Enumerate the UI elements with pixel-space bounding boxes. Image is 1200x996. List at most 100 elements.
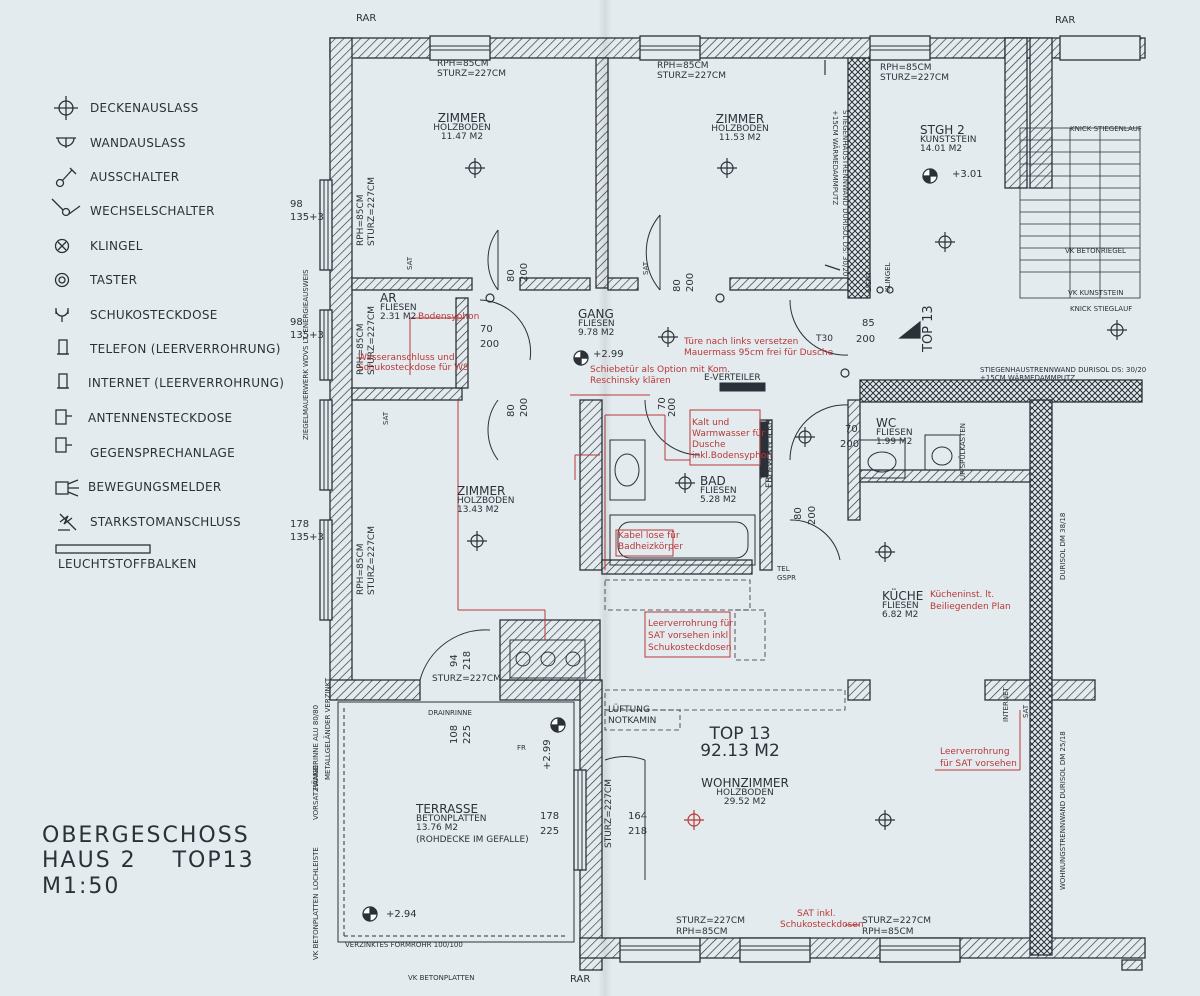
window-rph-left-1: RPH=85CM xyxy=(356,194,366,247)
room-floor: FLIESEN xyxy=(882,601,919,611)
vk-kunststein-label: VK KUNSTSTEIN xyxy=(1068,289,1124,297)
door-sturz-zimmer3: STURZ=227CM xyxy=(432,674,501,684)
room-wohnzimmer: WOHNZIMMER HOLZBODEN 29.52 M2 xyxy=(701,777,789,807)
dim-door-200-7: 200 xyxy=(840,439,860,450)
room-area: 5.28 M2 xyxy=(700,495,737,505)
vk-betonplatten-left: VK BETONPLATTEN xyxy=(312,893,320,960)
notkamin-label: NOTKAMIN xyxy=(608,716,657,726)
power-connection-icon xyxy=(58,513,77,531)
legend-label-deckenauslass: DECKENAUSLASS xyxy=(90,101,199,115)
room-area: 6.82 M2 xyxy=(882,610,919,620)
socket-icon xyxy=(55,308,69,322)
legend-label-starkstomanschluss: STARKSTOMANSCHLUSS xyxy=(90,515,241,529)
note-satinkl-1: SAT inkl. xyxy=(797,909,836,919)
room-name: BAD xyxy=(700,474,726,488)
klingel-label: KLINGEL xyxy=(884,262,892,292)
switch-icon xyxy=(55,167,77,188)
note-kalt-3: Dusche xyxy=(692,440,726,450)
lueftung-label: LÜFTUNG xyxy=(608,705,650,715)
push-button-icon xyxy=(54,272,70,288)
window-rph-2: RPH=85CM xyxy=(657,61,709,71)
gspr-label: GSPR xyxy=(777,574,796,582)
room-terrasse: TERRASSE BETONPLATTEN 13.76 M2 (ROHDECKE… xyxy=(416,803,529,845)
window-sturz-wohn-2: STURZ=227CM xyxy=(862,916,931,926)
note-wasser-1: Wasseranschluss und xyxy=(358,353,455,363)
door-sturz-terrace: STURZ=227CM xyxy=(604,779,614,848)
note-bodensyphon: Bodensyphon xyxy=(418,312,480,322)
vk-betonriegel-label: VK BETONRIEGEL xyxy=(1065,247,1126,255)
ziegel-note: ZIEGELMAUERWERK WDVS LT. ENERGIEAUSWEIS xyxy=(302,269,310,440)
haengerinne-label: HÄNGERINNE ALU 80/80 xyxy=(312,704,320,790)
dim-door-80-1: 80 xyxy=(506,269,517,282)
rar-label-top-left: RAR xyxy=(356,13,377,24)
ceiling-light-wohn2 xyxy=(875,810,895,830)
note-kalt-1: Kalt und xyxy=(692,418,730,428)
level-gang: +2.99 xyxy=(593,349,624,360)
lochleiste-label: LOCHLEISTE xyxy=(312,847,320,890)
dim-178-1: 178 xyxy=(290,519,310,530)
room-zimmer-1: ZIMMER HOLZBODEN 11.47 M2 xyxy=(433,112,490,142)
dim-door-218-1: 218 xyxy=(462,650,473,670)
room-area: 9.78 M2 xyxy=(578,328,615,338)
dim-door-200-8: 200 xyxy=(807,505,818,525)
metallgelaender-label: METALLGELÄNDER VERZINKT xyxy=(324,677,332,780)
room-area: 13.43 M2 xyxy=(457,505,500,515)
window-sturz-3: STURZ=227CM xyxy=(880,73,949,83)
intercom-icon xyxy=(55,437,72,453)
dim-135-2: 135+3 xyxy=(290,330,324,341)
telephone-icon xyxy=(57,339,69,355)
window-sturz-left-3: STURZ=227CM xyxy=(367,526,377,595)
internet-icon xyxy=(57,373,69,389)
licht-label: LICHT xyxy=(865,271,873,292)
legend-label-wechselschalter: WECHSELSCHALTER xyxy=(90,204,215,218)
waermedaemm-note-1: +15CM WÄRMEDAMMPUTZ xyxy=(831,110,839,206)
dim-door-164: 164 xyxy=(628,811,648,822)
room-name: WC xyxy=(876,416,897,430)
note-wasser-2: Schukosteckdose für WS xyxy=(358,363,469,373)
room-name: STGH 2 xyxy=(920,123,965,137)
dim-135-3: 135+3 xyxy=(290,532,324,543)
note-leer-3: Schukosteckdosen xyxy=(648,643,732,653)
room-name: ZIMMER xyxy=(457,484,506,498)
rar-label-top-right: RAR xyxy=(1055,15,1076,26)
ceiling-light-stgh xyxy=(935,232,955,252)
legend-label-antennensteckdose: ANTENNENSTECKDOSE xyxy=(88,411,233,425)
note-leer-1: Leerverrohrung für xyxy=(648,619,734,629)
note-kueche-2: Beiliegenden Plan xyxy=(930,602,1011,612)
unit-title: TOP 13 92.13 M2 xyxy=(700,726,780,760)
rar-label-bottom: RAR xyxy=(570,974,591,985)
window-rph-wohn-2: RPH=85CM xyxy=(862,927,914,937)
dim-door-200-3: 200 xyxy=(480,339,500,350)
room-area: 14.01 M2 xyxy=(920,144,963,154)
ceiling-outlet-icon xyxy=(54,96,78,120)
e-verteiler-label: E-VERTEILER xyxy=(704,373,761,383)
room-wc: WC FLIESEN 1.99 M2 xyxy=(876,417,913,447)
room-floor: HOLZBODEN xyxy=(457,496,515,506)
durisol-note: DURISOL DM 38/18 xyxy=(1059,512,1067,580)
sat-label-zimmer3: SAT xyxy=(382,411,390,425)
steigen-wall-note-1: STIEGENHAUSTRENNWAND DURISOL DS: 30/20 xyxy=(841,110,849,277)
note-tuere-2: Mauermass 95cm frei für Dusche xyxy=(684,348,834,358)
room-note: (ROHDECKE IM GEFALLE) xyxy=(416,835,529,845)
legend-label-schukosteckdose: SCHUKOSTECKDOSE xyxy=(90,308,218,322)
title-line-2: HAUS 2 TOP13 xyxy=(42,848,255,874)
note-kueche-1: Kücheninst. lt. xyxy=(930,590,995,600)
outer-walls xyxy=(319,35,1146,971)
legend-label-klingel: KLINGEL xyxy=(90,239,143,253)
steigen-wall-note-2: STIEGENHAUSTRENNWAND DURISOL DS: 30/20 xyxy=(980,366,1147,374)
room-area: 11.47 M2 xyxy=(440,132,484,142)
window-sturz-1: STURZ=227CM xyxy=(437,69,506,79)
room-floor: FLIESEN xyxy=(578,319,615,329)
dim-door-200-1: 200 xyxy=(519,262,530,282)
room-name: GANG xyxy=(578,307,614,321)
sat-label: SAT xyxy=(1022,704,1030,718)
title-line-3: M1:50 xyxy=(42,873,121,899)
room-ar: AR FLIESEN 2.31 M2 xyxy=(380,292,417,322)
room-area: 11.53 M2 xyxy=(718,133,762,143)
window-rph-left-3: RPH=85CM xyxy=(356,543,366,596)
wall-outlet-icon xyxy=(56,137,76,148)
room-floor: FLIESEN xyxy=(700,486,737,496)
room-name: ZIMMER xyxy=(437,111,487,125)
unit-name: TOP 13 xyxy=(709,724,771,744)
